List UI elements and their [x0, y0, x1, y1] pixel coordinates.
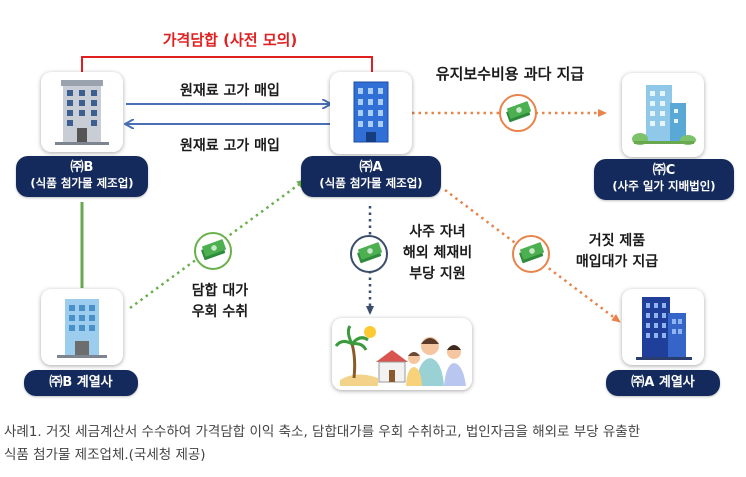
family-overseas-card: [332, 318, 472, 390]
b-affiliate-icon-card: [41, 289, 123, 365]
office-building-icon: [353, 81, 389, 143]
money-bill-icon: [512, 235, 550, 273]
connector-layer: [80, 56, 621, 323]
family-icon: [406, 337, 466, 386]
a-affiliate-icon-card: [622, 289, 704, 365]
office-building-icon: [632, 85, 696, 145]
figure-caption: 사례1. 거짓 세금계산서 수수하여 가격담합 이익 축소, 담합대가를 우회 …: [4, 421, 744, 467]
money-bill-icon: [194, 232, 232, 270]
arrow-a-to-a-affiliate: [444, 189, 621, 323]
company-c-label: ㈜C (사주 일가 지배법인): [594, 159, 734, 200]
flow-label-a-to-c: 유지보수비용 과다 지급: [435, 65, 585, 83]
company-b-label: ㈜B (식품 첨가물 제조업): [16, 156, 148, 197]
money-bill-icon: [499, 94, 537, 132]
office-building-icon: [636, 297, 692, 360]
tax-evasion-diagram: 가격담합 (사전 모의) 원재료 고가 매입 원재료 고가 매입 유지보수비용 …: [16, 31, 734, 396]
office-building-icon: [55, 80, 109, 145]
collusion-title: 가격담합 (사전 모의): [162, 31, 298, 49]
office-building-icon: [57, 299, 107, 358]
company-a-icon-card: [330, 72, 412, 154]
caption-line-2: 식품 첨가물 제조업체.(국세청 제공): [4, 447, 206, 463]
company-c-icon-card: [622, 73, 704, 157]
flow-label-b-to-a: 원재료 고가 매입: [180, 83, 280, 99]
flow-label-a-to-b: 원재료 고가 매입: [180, 138, 280, 154]
house-icon: [376, 350, 408, 383]
beach-icon: [334, 325, 378, 386]
company-a-label: ㈜A (식품 첨가물 제조업): [301, 156, 441, 197]
caption-line-1: 사례1. 거짓 세금계산서 수수하여 가격담합 이익 축소, 담합대가를 우회 …: [4, 424, 641, 440]
b-affiliate-label: ㈜B 계열사: [24, 370, 138, 396]
flow-label-a-to-a-affiliate: 거짓 제품 매입대가 지급: [575, 233, 659, 270]
money-bill-icon: [350, 235, 388, 273]
flow-label-b-affiliate-to-a: 담합 대가 우회 수취: [191, 283, 249, 320]
flow-label-a-to-family: 사주 자녀 해외 체재비 부당 지원: [402, 224, 473, 282]
a-affiliate-label: ㈜A 계열사: [606, 370, 720, 396]
collusion-bracket: [81, 56, 373, 79]
company-b-icon-card: [41, 72, 123, 152]
